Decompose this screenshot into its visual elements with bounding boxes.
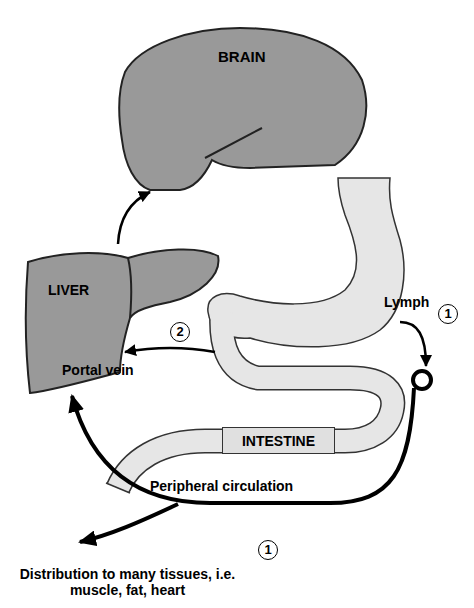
- brain-shape: BRAIN: [115, 22, 370, 194]
- flow-arrow-line: [118, 192, 150, 244]
- edge-label: Portal vein: [62, 362, 134, 378]
- organ-label: LIVER: [48, 282, 89, 298]
- organ-label-box: INTESTINE: [222, 427, 335, 454]
- lymph-arrow: [400, 322, 426, 366]
- brain-outline: [119, 28, 366, 190]
- edge-label: Peripheral circulation: [150, 478, 293, 494]
- intestine-end: [106, 483, 130, 493]
- callout-number: 2: [170, 322, 190, 342]
- distribution-note: Distribution to many tissues, i.e. muscl…: [5, 566, 250, 598]
- flow-arrow: [118, 192, 150, 244]
- liver-lobe-line: [128, 258, 131, 318]
- flow-arrow-line: [72, 388, 414, 503]
- distribution-arrow: [80, 504, 178, 542]
- callout-number: 1: [438, 304, 458, 324]
- flow-arrow-line: [125, 348, 215, 352]
- flow-arrow: [125, 348, 215, 352]
- organ-label: BRAIN: [218, 48, 266, 65]
- liver-outline: [26, 249, 219, 393]
- callout-number: 1: [258, 540, 278, 560]
- flow-arrow: [72, 322, 426, 503]
- brain-shape-outline: [115, 22, 370, 194]
- pathway-label: Lymph: [384, 294, 429, 310]
- lymph-node-ring: [413, 371, 431, 389]
- intestine-fill: [118, 312, 393, 488]
- brain-fissure: [205, 128, 262, 158]
- stomach-outline: [208, 178, 404, 347]
- gut-shape: INTESTINE: [100, 170, 420, 505]
